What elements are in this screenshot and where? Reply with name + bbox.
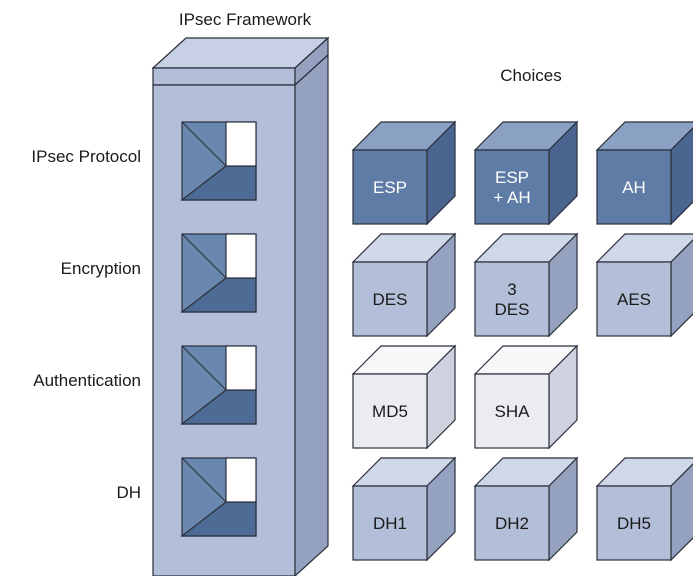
choices-title: Choices — [500, 66, 561, 85]
row-label-authentication: Authentication — [33, 371, 141, 390]
cube-front-face — [474, 373, 550, 449]
choice-cube-dh1: DH1 — [351, 456, 457, 562]
cube-label: DH5 — [617, 514, 651, 533]
window-edge — [181, 457, 227, 503]
framework-tower — [151, 36, 330, 576]
window-edge — [181, 345, 227, 391]
window-dh — [180, 457, 257, 537]
window-edge — [181, 121, 227, 167]
window-opening — [225, 345, 257, 391]
cube-label: ESP — [495, 168, 529, 187]
tower-cap-front — [152, 67, 296, 86]
choice-cube-ah: AH — [595, 121, 693, 226]
choice-cube-esp-ah: ESP+ AH — [473, 120, 579, 226]
choice-cube-des: DES — [351, 232, 457, 338]
cube-front-face — [474, 261, 550, 337]
framework-title: IPsec Framework — [179, 10, 312, 29]
window-opening — [225, 121, 257, 167]
cube-label: SHA — [495, 402, 531, 421]
cube-label: + AH — [493, 188, 530, 207]
row-label-ipsec-protocol: IPsec Protocol — [31, 147, 141, 166]
window-opening — [225, 233, 257, 279]
cube-label: AES — [617, 290, 651, 309]
tower-side — [294, 53, 329, 576]
window-ipsec-protocol — [180, 121, 257, 201]
cube-front-face — [352, 149, 428, 225]
cube-front-face — [352, 261, 428, 337]
cube-label: MD5 — [372, 402, 408, 421]
cube-label: AH — [622, 178, 646, 197]
cube-front-face — [596, 261, 672, 337]
window-authentication — [180, 345, 257, 425]
cube-label: 3 — [507, 280, 516, 299]
window-encryption — [180, 233, 257, 313]
window-edge — [181, 233, 227, 279]
choice-cube-sha: SHA — [473, 344, 579, 450]
choice-cube-aes: AES — [595, 233, 693, 338]
cube-front-face — [596, 485, 672, 561]
framework-windows — [180, 121, 257, 537]
cube-label: DH1 — [373, 514, 407, 533]
cube-label: DES — [495, 300, 530, 319]
cube-label: DES — [373, 290, 408, 309]
choice-cube-esp: ESP — [351, 120, 457, 226]
choice-cube-dh5: DH5 — [595, 457, 693, 562]
cube-front-face — [596, 149, 672, 225]
tower-front — [152, 84, 296, 576]
row-label-dh: DH — [116, 483, 141, 502]
cube-front-face — [474, 149, 550, 225]
cube-label: ESP — [373, 178, 407, 197]
choice-cube-dh2: DH2 — [473, 456, 579, 562]
cube-label: DH2 — [495, 514, 529, 533]
window-opening — [225, 457, 257, 503]
row-label-encryption: Encryption — [61, 259, 141, 278]
choice-cube-md5: MD5 — [351, 344, 457, 450]
cube-front-face — [474, 485, 550, 561]
cube-front-face — [352, 373, 428, 449]
cube-front-face — [352, 485, 428, 561]
